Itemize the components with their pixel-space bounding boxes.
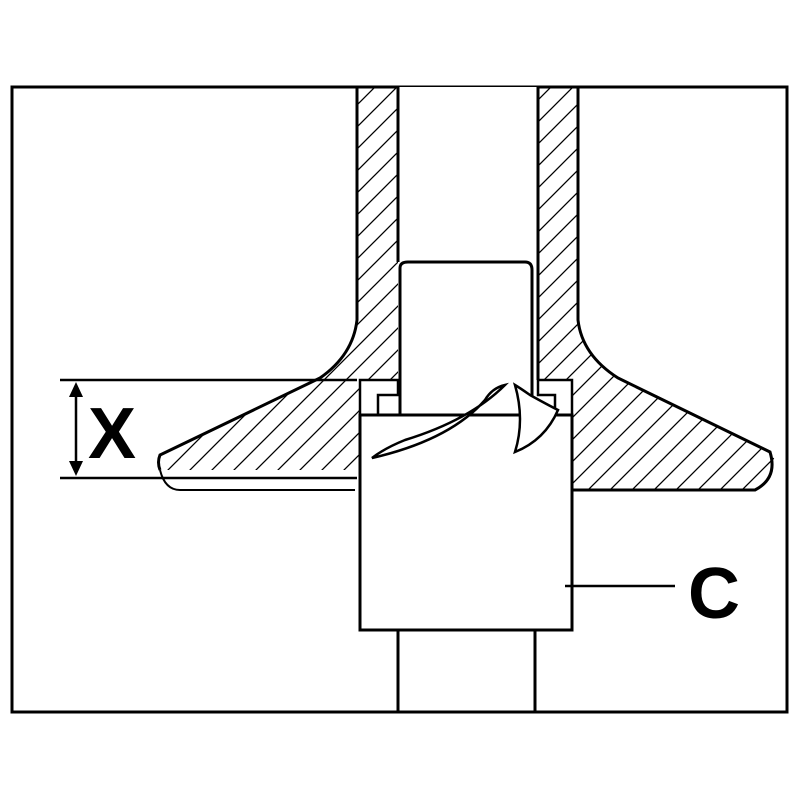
curved-blade-left: [371, 382, 509, 460]
inner-plug: [398, 260, 534, 420]
housing-left-section: [160, 87, 398, 470]
dimension-arrow-bottom: [69, 461, 83, 476]
housing-right-section: [538, 87, 776, 490]
dimension-arrow-top: [69, 382, 83, 397]
curved-blade-right: [512, 382, 560, 455]
part-label-c: C: [688, 554, 740, 634]
flange-bottom-edge: [159, 469, 355, 491]
housing-left-outline: [157, 87, 359, 471]
housing-bore: [398, 87, 538, 262]
dimension-label-x: X: [88, 394, 136, 474]
housing-right-outline: [572, 87, 774, 492]
